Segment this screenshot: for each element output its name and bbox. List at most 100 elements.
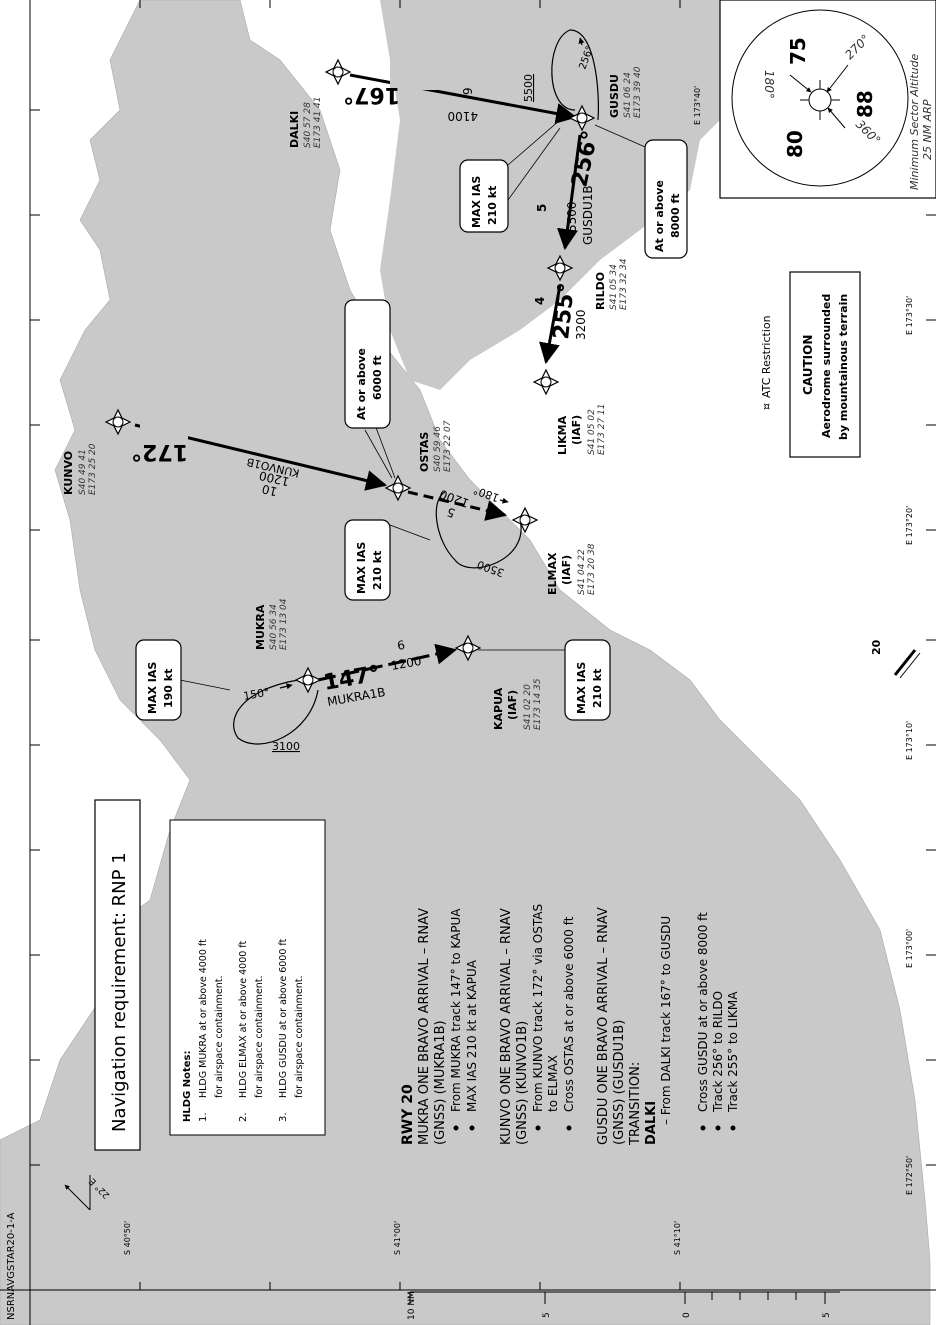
mukra-alt: 1200 [390, 654, 423, 673]
callout-gusdu-8000: 8000 ft [669, 194, 682, 239]
lat-label-s4050: S 40°50' [123, 1221, 132, 1255]
hold-gusdu-alt: 5500 [522, 74, 535, 102]
kunvo-name: KUNVO [62, 451, 75, 495]
kunvo-bullet-1b: to ELMAX [546, 1055, 560, 1112]
lon-label-17300: E 173°00' [905, 929, 914, 968]
msa-alt-80: 80 [783, 130, 807, 158]
hold-gusdu [551, 29, 599, 121]
dalki-dist: 9 [461, 87, 475, 95]
callout-ostas-atorabove: At or above [355, 348, 368, 420]
lon-label-17250: E 172°50' [905, 1156, 914, 1195]
scale-0: 0 [682, 1312, 692, 1318]
procedure-text: RWY 20 MUKRA ONE BRAVO ARRIVAL – RNAV (G… [400, 904, 740, 1146]
nav-requirement: Navigation requirement: RNP 1 [109, 852, 130, 1132]
mukra-title-1: MUKRA ONE BRAVO ARRIVAL – RNAV [417, 908, 432, 1145]
gusdu-bullet-3: Track 255° to LIKMA [726, 991, 740, 1113]
gusdu-title-1: GUSDU ONE BRAVO ARRIVAL – RNAV [596, 907, 611, 1145]
hldg-num-1: 1. [198, 1112, 209, 1122]
kunvo-lon: E173 25 20 [88, 443, 98, 495]
lon-label-17330: E 173°30' [905, 296, 914, 335]
gusdu-dist: 5 [535, 204, 549, 212]
lon-label-17310: E 173°10' [905, 721, 914, 760]
scale-5b: 5 [822, 1312, 832, 1318]
msa-subtitle: 25 NM ARP [921, 99, 934, 160]
hldg-note-3b: for airspace containment. [294, 976, 305, 1098]
runway-marker: 20 [870, 639, 921, 679]
callout-gusdu-maxias: MAX IAS [470, 176, 483, 228]
rwy-title: RWY 20 [400, 1084, 416, 1145]
mukra-name: MUKRA [254, 604, 267, 650]
mukra-dist: 6 [396, 638, 406, 653]
hldg-num-2: 2. [238, 1112, 249, 1122]
kapua-name: KAPUA [492, 687, 505, 730]
caution-line-2: by mountainous terrain [837, 294, 850, 440]
callout-mukra-maxias: MAX IAS 190 kt [135, 639, 231, 721]
dalki-lon: E173 41 41 [313, 97, 323, 149]
callout-kapua-maxias: MAX IAS 210 kt [478, 639, 611, 721]
dalki-name: DALKI [288, 111, 301, 148]
rildo-name: RILDO [594, 272, 607, 310]
callout-mukra-maxias-text: MAX IAS [146, 662, 159, 714]
lon-label-17340: E 173°40' [693, 86, 702, 125]
gusdu-lon: E173 39 40 [633, 66, 643, 118]
atc-restriction-label: ATC Restriction [760, 315, 773, 398]
runway-label: 20 [870, 639, 883, 655]
kunvo-dist: 10 [261, 482, 279, 499]
kapua-iaf: (IAF) [506, 690, 519, 720]
callout-kapua-maxias-text: MAX IAS [575, 662, 588, 714]
ostas-name: OSTAS [418, 432, 431, 472]
hldg-note-1b: for airspace containment. [214, 976, 225, 1098]
msa-alt-75: 75 [786, 37, 810, 65]
mukra-title-2: (GNSS) (MUKRA1B) [433, 1020, 448, 1145]
likma-name: LIKMA [556, 415, 569, 455]
dalki-lat: S40 57 28 [303, 102, 313, 148]
gusdu-bullet-1: Cross GUSDU at or above 8000 ft [696, 912, 710, 1112]
leg-rildo-likma [539, 284, 562, 365]
caution-line-1: Aerodrome surrounded [820, 294, 833, 438]
elmax-iaf: (IAF) [560, 555, 573, 585]
hold-mukra-alt: 3100 [272, 740, 300, 753]
lat-label-s4100: S 41°00' [393, 1221, 402, 1255]
gusdu-lat: S41 06 24 [623, 72, 633, 118]
rildo-alt: 3200 [574, 309, 588, 340]
ostas-lat: S40 59 46 [433, 426, 443, 472]
callout-mukra-190: 190 kt [162, 669, 175, 708]
lat-ticks [30, 0, 936, 1290]
callout-gusdu-210: 210 kt [486, 186, 499, 225]
callout-kapua-210: 210 kt [591, 669, 604, 708]
hldg-note-2b: for airspace containment. [254, 976, 265, 1098]
callout-elmax-maxias: MAX IAS 210 kt [344, 519, 431, 601]
chart-id: NSRNAVGSTAR20-1-A [6, 1212, 17, 1320]
kunvo-bullet-1a: From KUNVO track 172° via OSTAS [531, 904, 545, 1112]
kapua-lon: E173 14 35 [533, 678, 543, 730]
gusdu-title-4: DALKI [644, 1101, 659, 1145]
kunvo-track: 172° [131, 439, 188, 464]
callout-gusdu-altitude: At or above 8000 ft [594, 124, 688, 259]
scale-bar: 10 NM 5 0 5 [407, 1291, 840, 1320]
atc-restriction-symbol: ¤ [760, 403, 773, 410]
hldg-title: HLDG Notes: [182, 1051, 193, 1122]
msa-box: 75 88 80 180° 270° 360° Minimum Sector A… [719, 0, 936, 199]
scale-5a: 5 [542, 1312, 552, 1318]
elmax-lon: E173 20 38 [587, 543, 597, 595]
leg-dalki-gusdu [349, 73, 578, 124]
lat-label-s4110: S 41°10' [673, 1221, 682, 1255]
dalki-alt: 4100 [447, 109, 478, 123]
gusdu-leg-name: GUSDU1B [581, 185, 595, 245]
hldg-notes: HLDG Notes: 1. HLDG MUKRA at or above 40… [182, 938, 305, 1122]
rildo-lat: S41 05 34 [609, 264, 619, 310]
mukra-lon: E173 13 04 [279, 598, 289, 650]
callout-ostas-altitude: At or above 6000 ft [344, 299, 396, 479]
leg-gusdu-rildo [557, 134, 582, 251]
scale-10nm: 10 NM [407, 1291, 417, 1320]
wpt-dalki-icon[interactable] [325, 59, 351, 85]
lon-label-17320: E 173°20' [905, 506, 914, 545]
ostas-lon: E173 22 07 [443, 420, 453, 472]
likma-lon: E173 27 11 [597, 404, 607, 456]
gusdu-title-2: (GNSS) (GUSDU1B) [612, 1020, 627, 1145]
callout-elmax-maxias-text: MAX IAS [355, 542, 368, 594]
elmax-lat: S41 04 22 [577, 549, 587, 595]
wpt-likma-icon[interactable] [533, 369, 559, 395]
kunvo-title-2: (GNSS) (KUNVO1B) [515, 1021, 530, 1145]
